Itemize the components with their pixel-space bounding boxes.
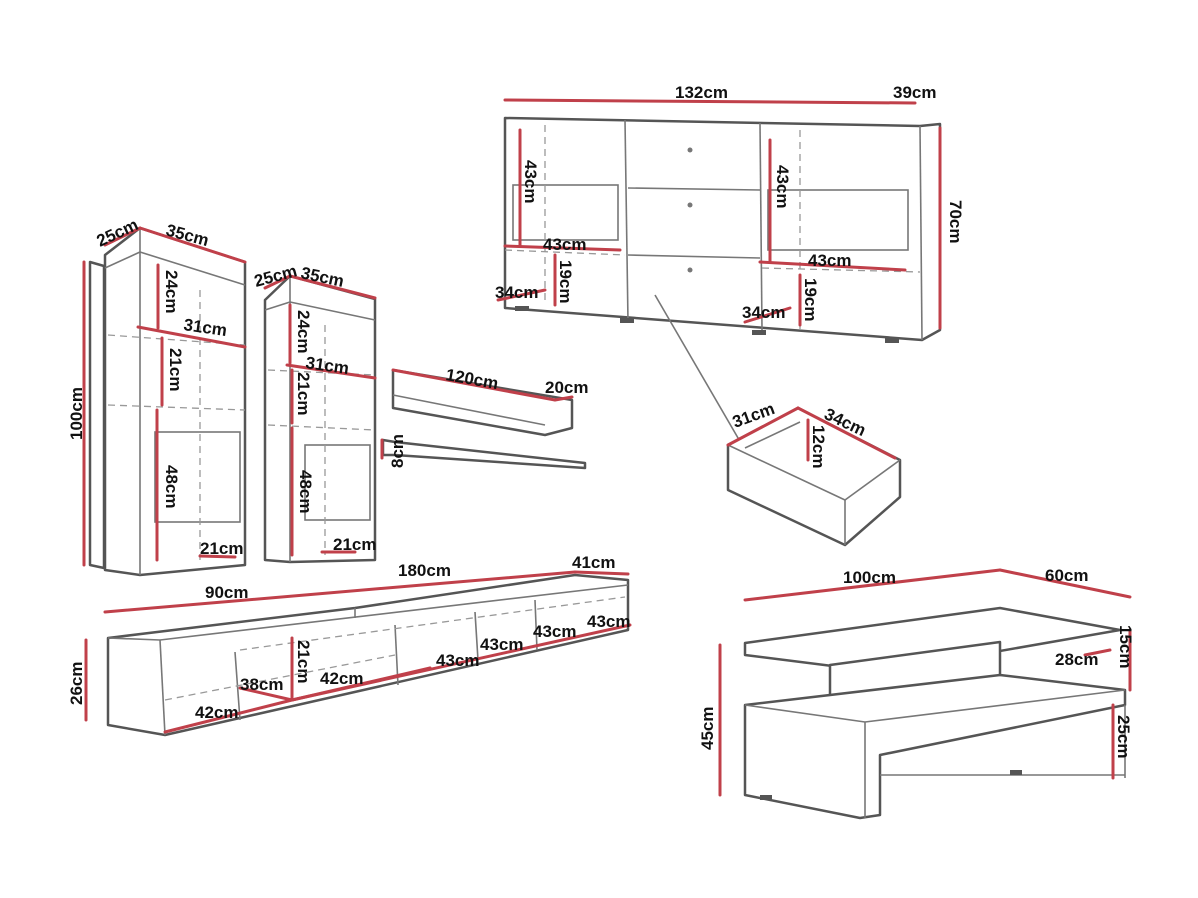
right-cabinet-top-shelf-label: 24cm xyxy=(294,310,313,353)
sideboard-width-label: 132cm xyxy=(675,83,728,102)
sideboard-right-cabinet-width-label: 43cm xyxy=(808,251,851,270)
tv-stand-compartment-6-label: 43cm xyxy=(587,612,630,631)
sideboard-height-label: 70cm xyxy=(946,200,965,243)
left-cabinet-bottom-label: 21cm xyxy=(200,539,243,558)
coffee-table: 100cm 60cm 15cm 28cm 45cm 25cm xyxy=(698,566,1135,820)
shelf-height-label: 8cm xyxy=(388,434,407,468)
sideboard-right-depth-label: 34cm xyxy=(742,303,785,322)
sideboard-left-drawer-height-label: 19cm xyxy=(556,260,575,303)
sideboard: 132cm 39cm 70cm 43cm 43cm 19cm 34cm 43cm… xyxy=(495,83,965,451)
sideboard-left-cabinet-height-label: 43cm xyxy=(521,160,540,203)
tv-stand-section-width-label: 90cm xyxy=(205,583,248,602)
coffee-table-depth-label: 60cm xyxy=(1045,566,1088,585)
sideboard-depth-label: 39cm xyxy=(893,83,936,102)
coffee-table-height-label: 45cm xyxy=(698,707,717,750)
tv-stand-compartment-1-label: 42cm xyxy=(195,703,238,722)
coffee-table-width-label: 100cm xyxy=(843,568,896,587)
coffee-table-top-gap-label: 15cm xyxy=(1116,625,1135,668)
coffee-table-lower-height-label: 25cm xyxy=(1114,715,1133,758)
left-cabinet-door-height-label: 48cm xyxy=(162,465,181,508)
tv-stand-total-width-label: 180cm xyxy=(398,561,451,580)
left-cabinet-height-label: 100cm xyxy=(67,387,86,440)
right-cabinet-door-height-label: 48cm xyxy=(296,470,315,513)
tv-stand-compartment-2-label: 42cm xyxy=(320,669,363,688)
tv-stand-compartment-5-label: 43cm xyxy=(533,622,576,641)
drawer-height-label: 12cm xyxy=(809,425,828,468)
sideboard-right-cabinet-height-label: 43cm xyxy=(773,165,792,208)
tv-stand-height-label: 26cm xyxy=(67,662,86,705)
tall-cabinet-right: 25cm 35cm 24cm 31cm 21cm 48cm 21cm xyxy=(252,261,377,564)
left-cabinet-mid-shelf-label: 21cm xyxy=(166,348,185,391)
tv-stand-inner-height-label: 21cm xyxy=(294,640,313,683)
tall-cabinet-left: 25cm 35cm 100cm 24cm 31cm 21cm 48cm 21cm xyxy=(67,215,247,577)
tv-stand-inner-depth-label: 38cm xyxy=(240,675,283,694)
right-cabinet-bottom-label: 21cm xyxy=(333,535,376,554)
coffee-table-shelf-depth-label: 28cm xyxy=(1055,650,1098,669)
tv-stand-compartment-3-label: 43cm xyxy=(436,651,479,670)
tv-stand-compartment-4-label: 43cm xyxy=(480,635,523,654)
sideboard-left-depth-label: 34cm xyxy=(495,283,538,302)
drawer-detail: 31cm 34cm 12cm xyxy=(726,399,902,547)
sideboard-right-drawer-height-label: 19cm xyxy=(801,278,820,321)
sideboard-left-cabinet-width-label: 43cm xyxy=(543,235,586,254)
wall-shelves: 120cm 20cm 8cm xyxy=(380,365,588,470)
tv-stand-depth-label: 41cm xyxy=(572,553,615,572)
left-cabinet-top-shelf-label: 24cm xyxy=(162,270,181,313)
shelf-depth-label: 20cm xyxy=(545,378,588,397)
right-cabinet-mid-shelf-label: 21cm xyxy=(294,372,313,415)
sideboard-body xyxy=(503,116,942,342)
tv-stand: 90cm 180cm 41cm 26cm 21cm 38cm 42cm 42cm… xyxy=(67,553,632,737)
